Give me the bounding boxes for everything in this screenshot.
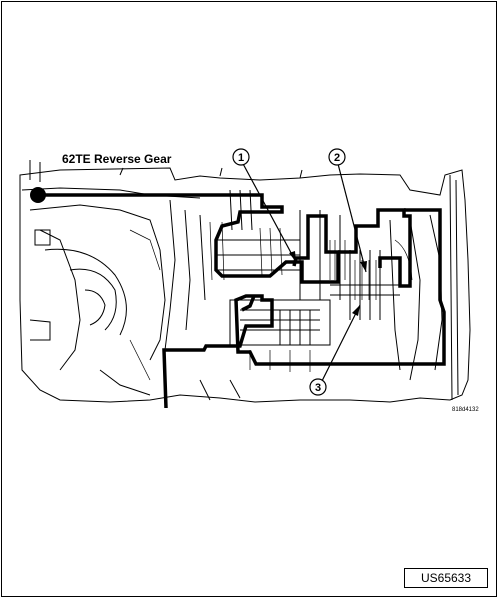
internal-component-detail (129, 221, 413, 381)
fluid-source-dot (30, 187, 46, 203)
reverse-fluid-path (38, 193, 446, 409)
callout-2-label: 2 (334, 152, 340, 164)
figure-reference-number: 818d4132 (452, 407, 479, 413)
callout-1-label: 1 (238, 152, 244, 164)
diagram-title: 62TE Reverse Gear (62, 152, 172, 166)
document-id-box: US65633 (404, 568, 488, 588)
callout-3-label: 3 (315, 382, 321, 394)
callout-2: 2 (328, 148, 367, 273)
callout-3: 3 (309, 304, 361, 396)
callout-1: 1 (232, 148, 297, 263)
